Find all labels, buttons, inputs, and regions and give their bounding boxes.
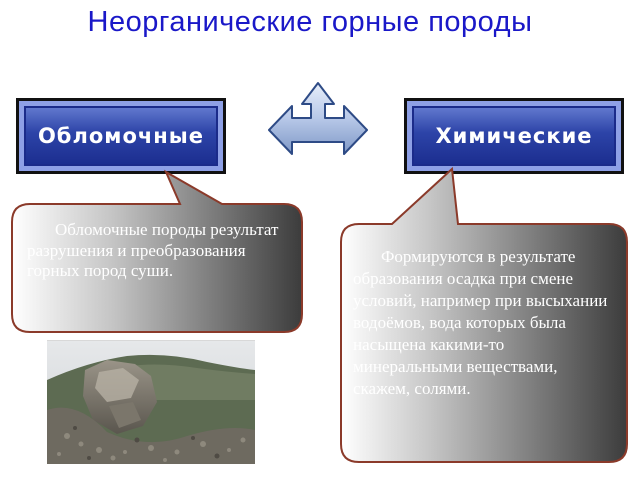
box-khimicheskie: Химические — [404, 98, 624, 174]
box-oblomochnye: Обломочные — [16, 98, 226, 174]
three-way-arrow-icon — [268, 82, 368, 155]
callout-left-text: Обломочные породы результат разрушения и… — [27, 220, 279, 280]
page-title: Неорганические горные породы — [87, 6, 533, 38]
box-khimicheskie-label: Химические — [435, 124, 593, 148]
box-oblomochnye-label: Обломочные — [37, 124, 205, 148]
rock-outcrop-photo — [47, 340, 255, 464]
callout-right-text: Формируются в результате образования оса… — [353, 247, 608, 398]
